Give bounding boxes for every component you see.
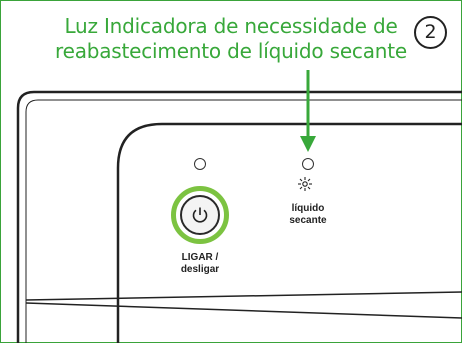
power-button[interactable] xyxy=(180,195,220,235)
step-number-badge: 2 xyxy=(414,16,447,49)
sun-icon xyxy=(298,177,312,191)
rinse-aid-label: líquido secante xyxy=(270,203,346,227)
rinse-aid-indicator-led xyxy=(302,158,314,170)
caption-line-2: reabastecimento de líquido secante xyxy=(55,39,407,63)
power-icon xyxy=(192,207,208,223)
power-button-highlight-ring xyxy=(171,186,229,244)
rinse-aid-label-line-1: líquido xyxy=(291,203,325,214)
power-indicator-led xyxy=(194,158,206,170)
rinse-aid-label-line-2: secante xyxy=(289,215,327,226)
power-label: LIGAR / desligar xyxy=(160,252,240,276)
power-label-line-1: LIGAR / xyxy=(181,252,219,263)
indicator-arrow xyxy=(300,70,316,152)
power-label-line-2: desligar xyxy=(180,264,220,275)
callout-caption: Luz Indicadora de necessidade de reabast… xyxy=(0,14,462,64)
caption-line-1: Luz Indicadora de necessidade de xyxy=(64,14,398,38)
